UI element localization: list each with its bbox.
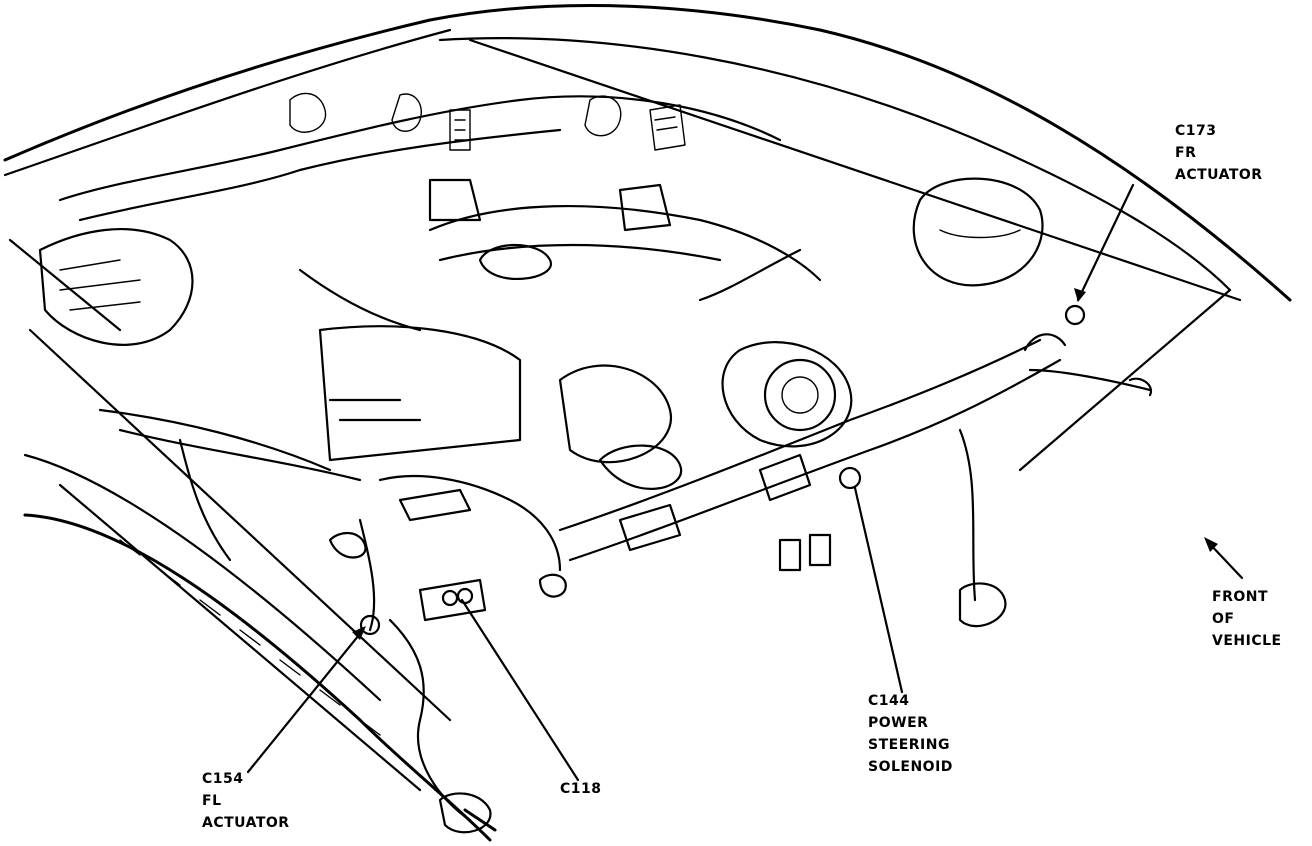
left-components	[38, 228, 367, 562]
c118-connector-id: C118	[560, 781, 602, 797]
front-word: FRONT	[1212, 589, 1269, 605]
engine-block	[318, 204, 853, 464]
c173-leader	[1076, 183, 1135, 302]
front-of-vehicle-arrow-head	[1204, 537, 1218, 552]
c173-side: FR	[1175, 145, 1197, 161]
c144-leader	[853, 486, 904, 694]
coolant-reservoir	[912, 177, 1044, 287]
c173-connector-id: C173	[1175, 123, 1217, 139]
right-rail-harness	[558, 304, 1153, 628]
hood-outline	[3, 4, 1292, 472]
vehicle-word: VEHICLE	[1212, 633, 1282, 649]
c144-desc-2: STEERING	[868, 737, 950, 753]
c144-connector-id: C144	[868, 693, 910, 709]
c144-desc-3: SOLENOID	[868, 759, 953, 775]
lower-left-harness	[358, 518, 497, 834]
c118-label: C118	[560, 778, 602, 800]
front-of-vehicle-label: FRONT OF VEHICLE	[1212, 586, 1282, 652]
c154-label: C154 FL ACTUATOR	[202, 768, 290, 834]
c154-leader-arrow	[352, 626, 366, 640]
firewall-harness	[58, 92, 782, 232]
center-wiring	[298, 248, 802, 598]
c144-desc-1: POWER	[868, 715, 929, 731]
c118-leader	[460, 598, 580, 782]
c154-leader	[246, 628, 365, 774]
of-word: OF	[1212, 611, 1235, 627]
c154-connector-id: C154	[202, 771, 244, 787]
c154-side: FL	[202, 793, 222, 809]
c144-label: C144 POWER STEERING SOLENOID	[868, 690, 953, 778]
c173-desc: ACTUATOR	[1175, 167, 1263, 183]
c173-leader-arrow	[1074, 288, 1086, 302]
c154-desc: ACTUATOR	[202, 815, 290, 831]
c173-label: C173 FR ACTUATOR	[1175, 120, 1263, 186]
